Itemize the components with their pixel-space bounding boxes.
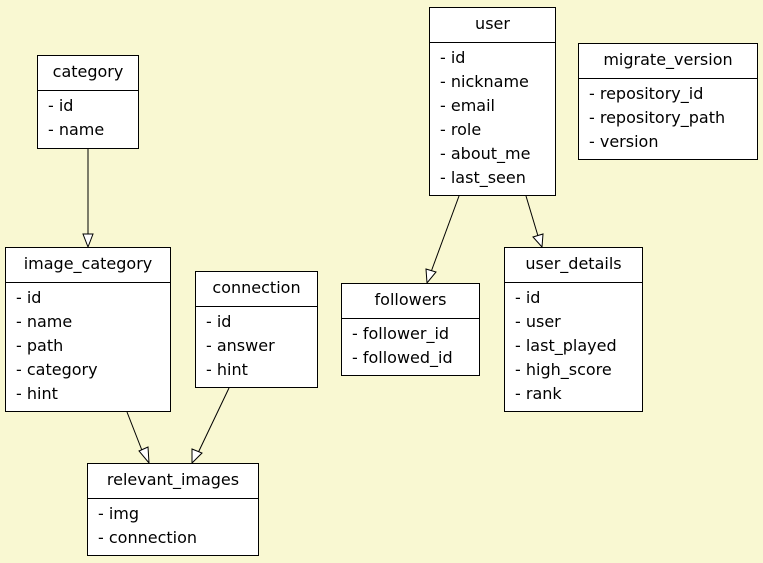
entity-field: email: [440, 94, 545, 118]
entity-relevant-images: relevant_images imgconnection: [87, 463, 259, 556]
relation-user-followers: [425, 195, 460, 285]
entity-field: followed_id: [352, 346, 469, 370]
entity-migrate-version: migrate_version repository_idrepository_…: [578, 43, 758, 160]
entity-fields: idnicknameemailroleabout_melast_seen: [430, 43, 555, 190]
entity-followers: followers follower_idfollowed_id: [341, 283, 480, 376]
entity-field: id: [16, 286, 160, 310]
relation-category-image-category: [82, 149, 94, 249]
entity-field: id: [48, 94, 128, 118]
entity-field: id: [515, 286, 632, 310]
entity-connection: connection idanswerhint: [195, 271, 318, 388]
entity-title: category: [38, 56, 138, 91]
entity-field: answer: [206, 334, 307, 358]
entity-field: name: [48, 118, 128, 142]
entity-field: rank: [515, 382, 632, 406]
entity-field: category: [16, 358, 160, 382]
entity-fields: repository_idrepository_pathversion: [579, 79, 757, 154]
entity-title: relevant_images: [88, 464, 258, 499]
entity-field: id: [440, 46, 545, 70]
entity-field: id: [206, 310, 307, 334]
entity-user: user idnicknameemailroleabout_melast_see…: [429, 7, 556, 196]
entity-title: connection: [196, 272, 317, 307]
entity-title: migrate_version: [579, 44, 757, 79]
entity-category: category idname: [37, 55, 139, 149]
entity-field: high_score: [515, 358, 632, 382]
entity-title: user: [430, 8, 555, 43]
entity-field: repository_id: [589, 82, 747, 106]
relation-connection-relevant-images: [191, 387, 230, 465]
entity-field: connection: [98, 526, 248, 550]
relation-image-category-relevant-images: [126, 411, 150, 465]
entity-title: image_category: [6, 248, 170, 283]
entity-field: version: [589, 130, 747, 154]
entity-field: name: [16, 310, 160, 334]
entity-field: nickname: [440, 70, 545, 94]
entity-field: repository_path: [589, 106, 747, 130]
entity-field: role: [440, 118, 545, 142]
entity-title: user_details: [505, 248, 642, 283]
entity-fields: idnamepathcategoryhint: [6, 283, 170, 406]
entity-user-details: user_details iduserlast_playedhigh_score…: [504, 247, 643, 412]
entity-field: img: [98, 502, 248, 526]
entity-field: last_played: [515, 334, 632, 358]
relation-user-user-details: [525, 195, 544, 249]
entity-fields: idanswerhint: [196, 307, 317, 382]
entity-field: last_seen: [440, 166, 545, 190]
entity-field: path: [16, 334, 160, 358]
entity-field: user: [515, 310, 632, 334]
entity-fields: idname: [38, 91, 138, 142]
entity-fields: imgconnection: [88, 499, 258, 550]
entity-field: follower_id: [352, 322, 469, 346]
entity-field: about_me: [440, 142, 545, 166]
entity-fields: follower_idfollowed_id: [342, 319, 479, 370]
entity-title: followers: [342, 284, 479, 319]
entity-image-category: image_category idnamepathcategoryhint: [5, 247, 171, 412]
entity-field: hint: [206, 358, 307, 382]
entity-field: hint: [16, 382, 160, 406]
entity-fields: iduserlast_playedhigh_scorerank: [505, 283, 642, 406]
